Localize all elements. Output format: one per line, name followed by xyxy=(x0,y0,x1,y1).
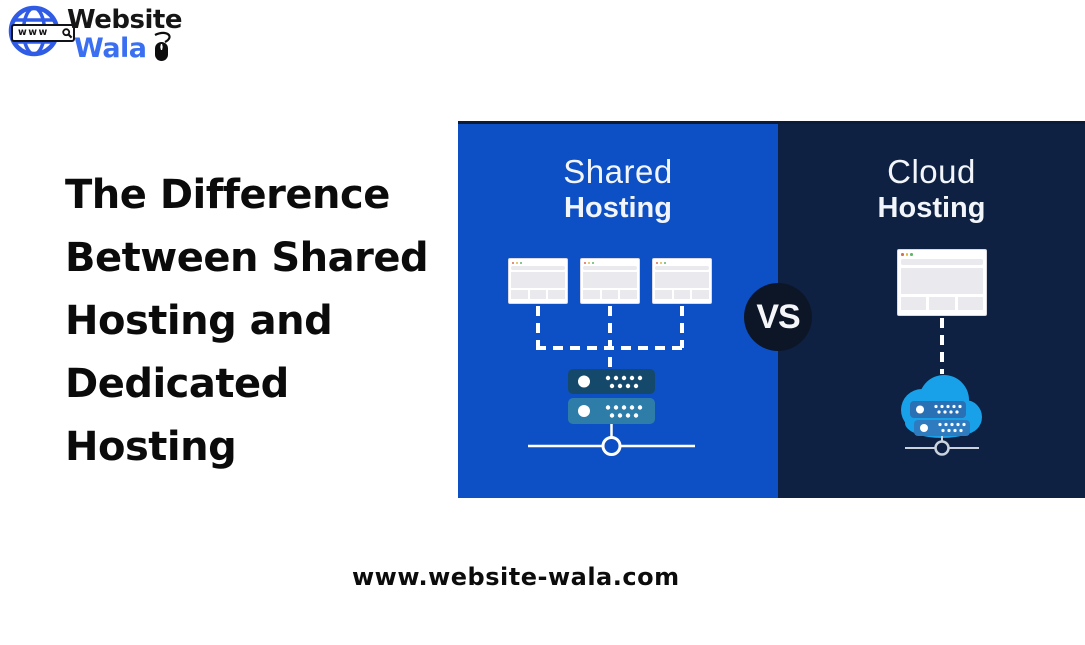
panel-title-light: Cloud xyxy=(887,153,976,190)
cloud-hosting-panel: Cloud Hosting xyxy=(778,124,1085,498)
browser-footer-boxes xyxy=(655,290,709,299)
browser-footer-boxes xyxy=(511,290,565,299)
headline-line: Hosting and xyxy=(65,298,333,344)
browser-content xyxy=(655,272,709,288)
network-node-icon xyxy=(905,436,979,456)
browser-content xyxy=(511,272,565,288)
magnifier-icon xyxy=(62,27,73,38)
brand-name-website: Website xyxy=(67,5,182,35)
shared-hosting-panel: Shared Hosting xyxy=(458,124,778,498)
browser-urlbar xyxy=(511,266,565,270)
brand-text: Website Wala xyxy=(67,7,182,63)
browser-urlbar xyxy=(901,259,983,265)
panel-title-light: Shared xyxy=(563,153,673,190)
shared-hosting-title: Shared Hosting xyxy=(458,154,778,225)
cloud-hosting-title: Cloud Hosting xyxy=(778,154,1085,225)
browser-titlebar xyxy=(509,259,567,266)
browser-window-icon xyxy=(580,258,640,304)
computer-mouse-icon xyxy=(154,31,171,61)
cloud-server-icon xyxy=(901,375,982,438)
browser-titlebar xyxy=(581,259,639,266)
searchbar-text: www xyxy=(18,27,49,39)
headline-line: Hosting xyxy=(65,424,237,470)
headline-line: The Difference xyxy=(65,172,390,218)
server-stack-icon xyxy=(568,369,655,424)
browser-footer-boxes xyxy=(583,290,637,299)
headline-line: Dedicated xyxy=(65,361,289,407)
browser-window-icon xyxy=(652,258,712,304)
browser-urlbar xyxy=(583,266,637,270)
browser-content xyxy=(901,268,983,294)
brand-name-wala: Wala xyxy=(74,33,147,64)
headline: The Difference Between Shared Hosting an… xyxy=(65,164,429,479)
vs-badge: VS xyxy=(744,283,812,351)
comparison-graphic: Shared Hosting xyxy=(458,121,1085,498)
browser-content xyxy=(583,272,637,288)
browser-titlebar xyxy=(653,259,711,266)
browser-window-icon xyxy=(897,249,987,316)
network-node-icon xyxy=(528,424,695,456)
www-searchbar: www xyxy=(11,24,75,42)
graphic-top-strip xyxy=(458,121,1085,124)
browser-titlebar xyxy=(898,250,986,259)
panel-title-bold: Hosting xyxy=(877,192,986,224)
brand-logo: www Website Wala xyxy=(5,3,182,63)
vs-label: VS xyxy=(756,297,800,336)
browser-urlbar xyxy=(655,266,709,270)
website-url: www.website-wala.com xyxy=(352,563,680,591)
browser-footer-boxes xyxy=(901,297,983,310)
panel-title-bold: Hosting xyxy=(564,192,672,224)
headline-line: Between Shared xyxy=(65,235,429,281)
browser-window-icon xyxy=(508,258,568,304)
